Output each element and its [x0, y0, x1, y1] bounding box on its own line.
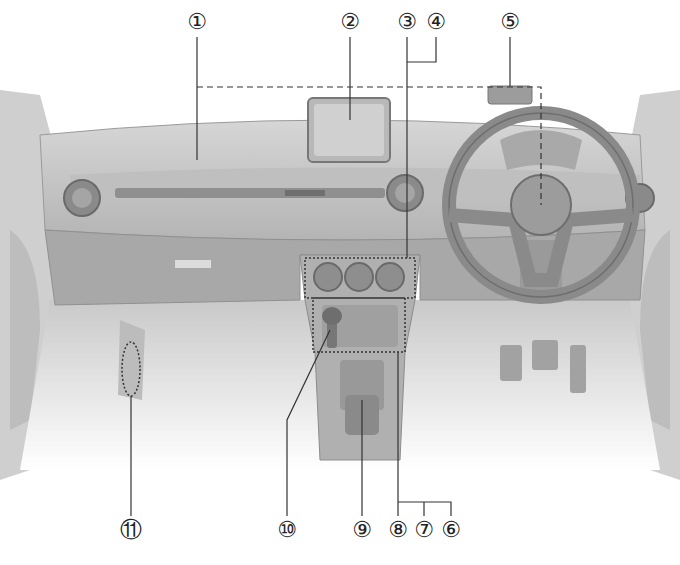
- callout-number: ④: [425, 11, 447, 33]
- callout-number: ③: [396, 11, 418, 33]
- callout-number: ⑤: [499, 11, 521, 33]
- callout-number: ②: [339, 11, 361, 33]
- callout-number: ⑨: [351, 519, 373, 541]
- callout-number: ⑪: [119, 519, 143, 541]
- callout-number: ⑦: [413, 519, 435, 541]
- callout-number: ⑥: [440, 519, 462, 541]
- callout-number: ⑧: [387, 519, 409, 541]
- callout-number: ⑩: [276, 519, 298, 541]
- callout-number: ①: [186, 11, 208, 33]
